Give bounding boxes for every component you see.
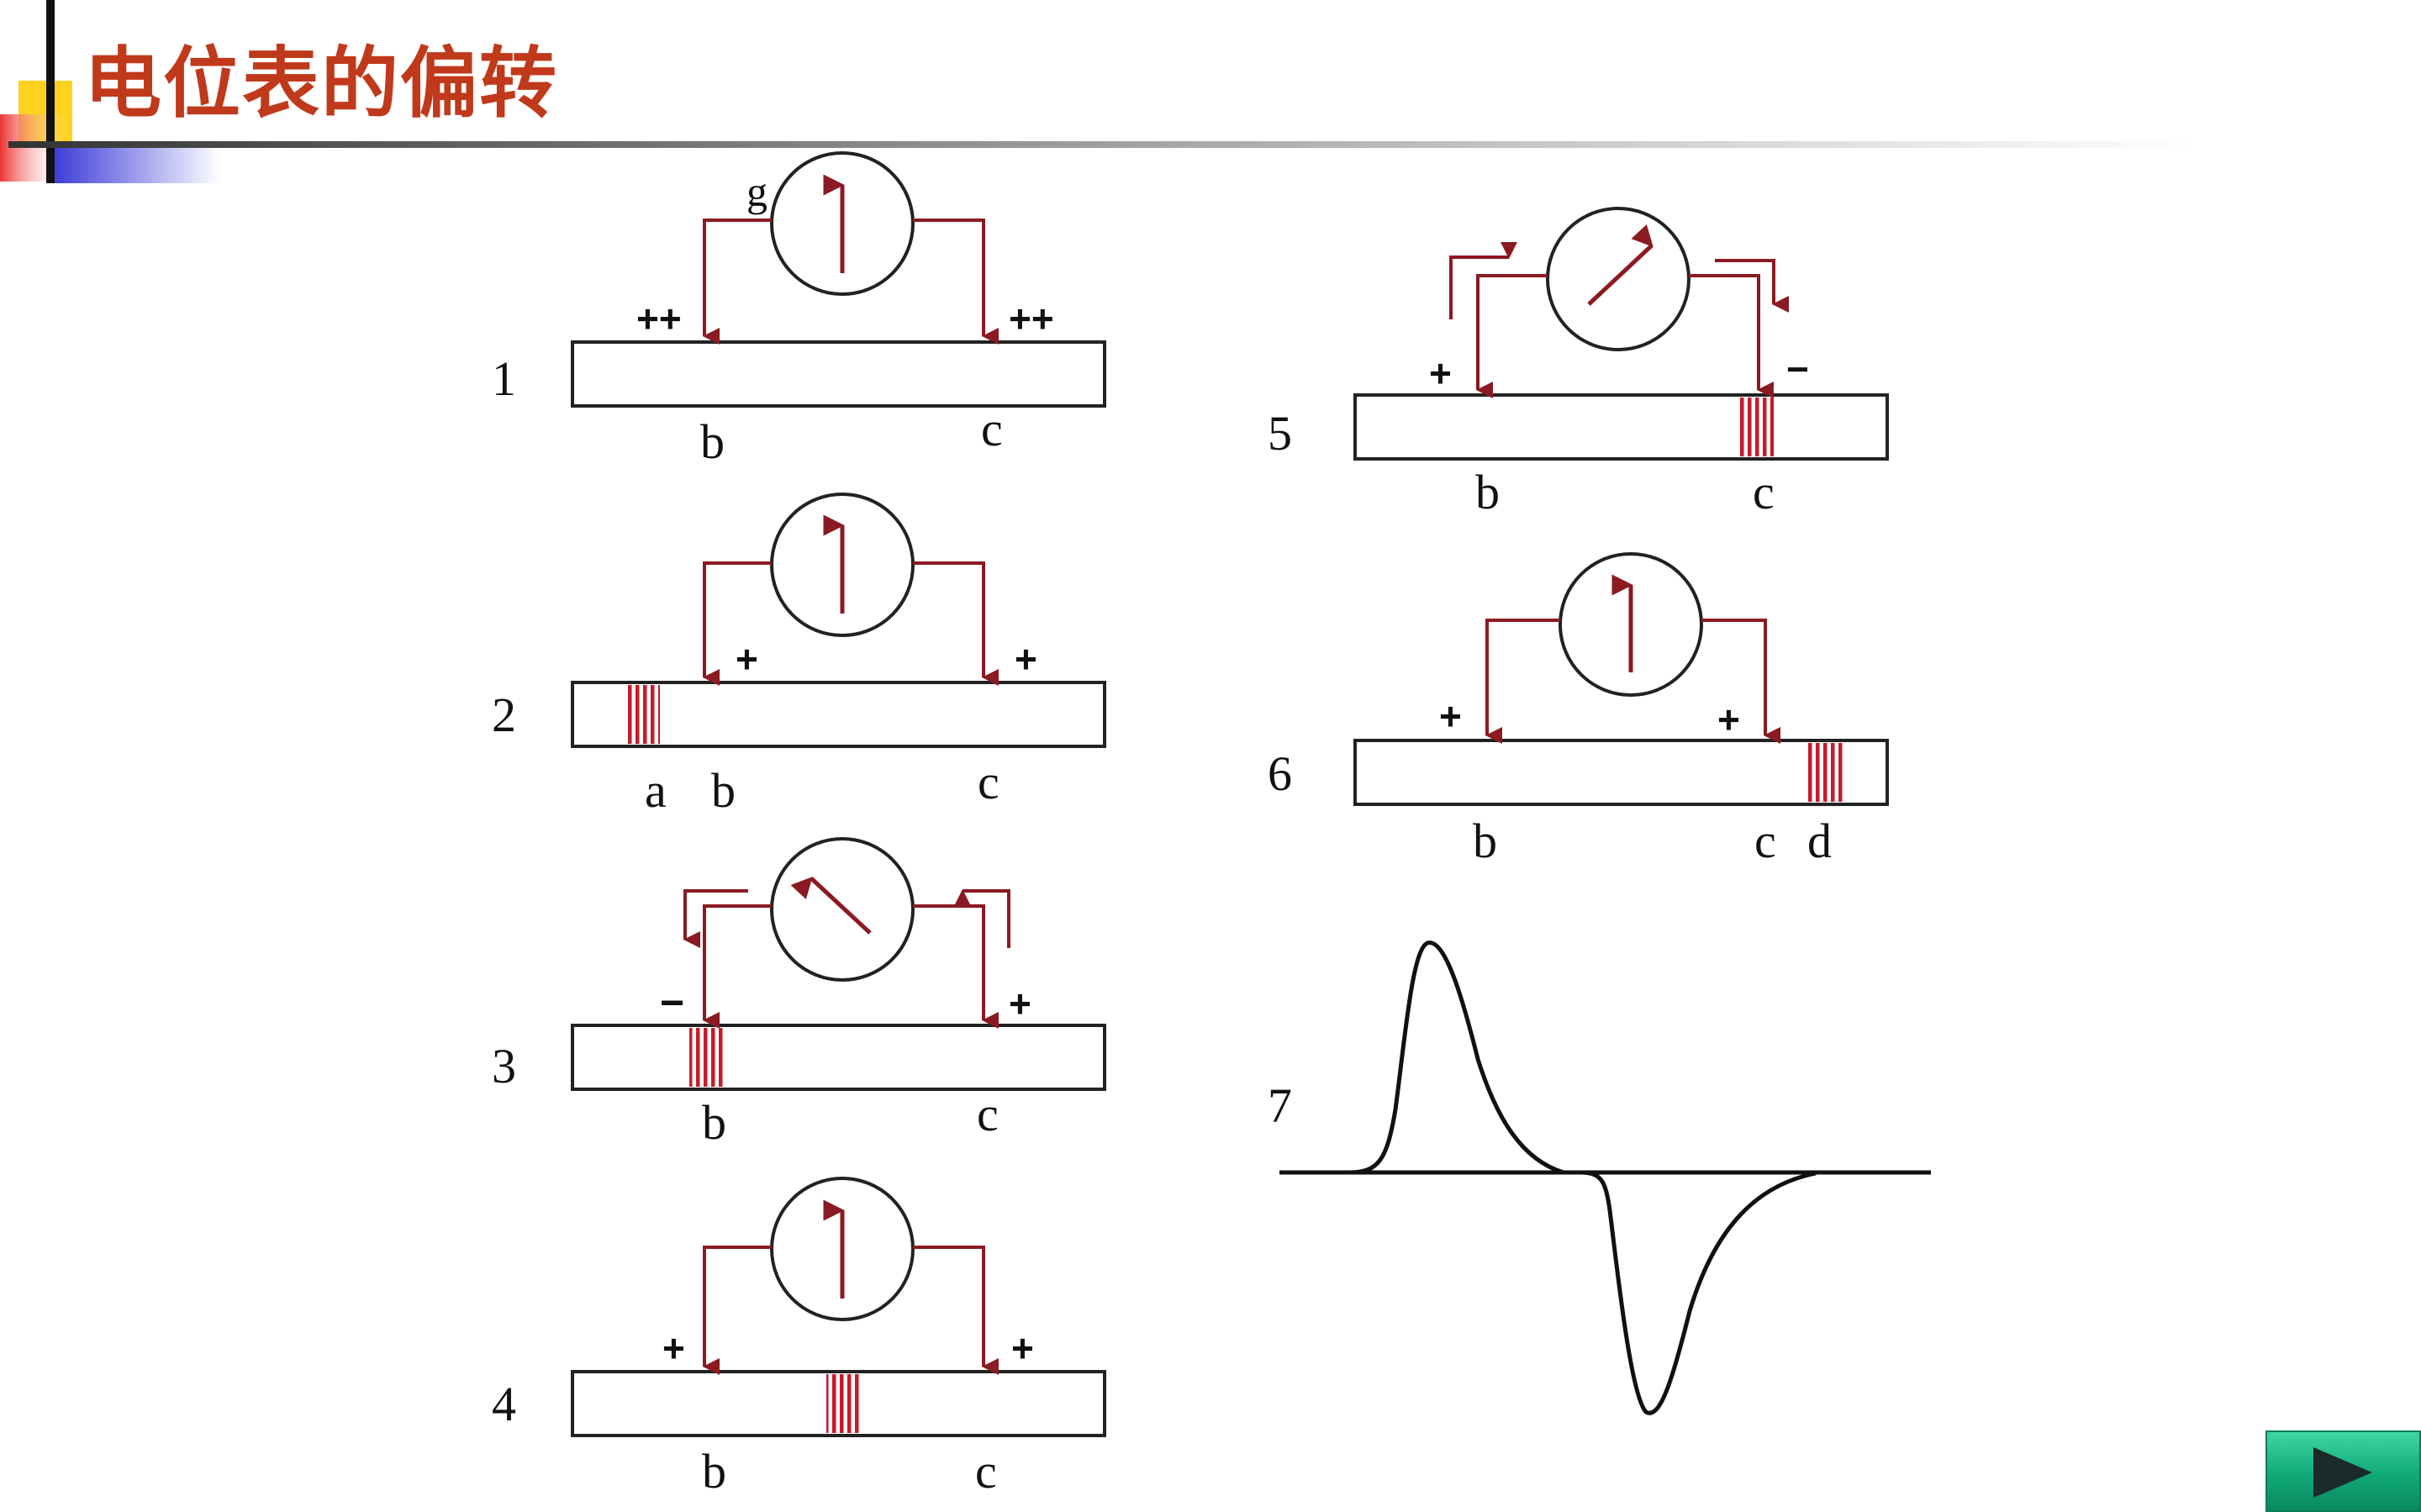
charge-label: ++ bbox=[636, 297, 682, 340]
point-label: d bbox=[1807, 814, 1832, 868]
left-electrode-wire bbox=[703, 1246, 772, 1375]
panel-number: 3 bbox=[492, 1039, 516, 1093]
panel-6 bbox=[1353, 552, 1889, 806]
charge-label: + bbox=[1429, 351, 1452, 395]
right-electrode-wire bbox=[1701, 619, 1780, 744]
panel-5 bbox=[1353, 207, 1889, 461]
point-label: c bbox=[1753, 465, 1775, 519]
charge-label: ++ bbox=[1009, 297, 1054, 340]
point-label: b bbox=[700, 414, 725, 469]
excitation-band bbox=[1807, 743, 1843, 802]
excitation-band bbox=[626, 685, 660, 744]
left-electrode-wire bbox=[703, 904, 772, 1029]
meter-needle bbox=[1587, 224, 1654, 306]
charge-label: − bbox=[660, 979, 684, 1026]
panel-number: 6 bbox=[1268, 746, 1292, 801]
panel-4 bbox=[571, 1177, 1106, 1437]
charge-label: + bbox=[1717, 698, 1740, 741]
panel-3 bbox=[571, 837, 1106, 1091]
charge-label: + bbox=[662, 1326, 685, 1370]
excitation-band bbox=[1738, 398, 1774, 456]
nerve-fiber bbox=[571, 681, 1106, 748]
nerve-fiber bbox=[571, 1024, 1106, 1091]
meter-needle bbox=[790, 877, 872, 935]
slide-title: 电位表的偏转 bbox=[84, 39, 559, 129]
panel-number: 2 bbox=[492, 688, 516, 742]
right-electrode-wire bbox=[913, 219, 999, 345]
right-electrode-wire bbox=[913, 561, 999, 686]
point-label: c bbox=[978, 755, 1000, 809]
current-direction-arrow bbox=[1449, 242, 1517, 319]
charge-label: + bbox=[1439, 694, 1462, 738]
galvanometer-label: g bbox=[746, 168, 767, 215]
current-direction-arrow bbox=[954, 889, 1010, 948]
point-label: b bbox=[1475, 465, 1500, 519]
nerve-fiber bbox=[1353, 393, 1889, 461]
panel-2 bbox=[571, 493, 1106, 748]
biphasic-trace bbox=[1348, 940, 1817, 1415]
right-electrode-wire bbox=[1689, 274, 1774, 398]
point-label: c bbox=[975, 1444, 997, 1499]
panel-number: 7 bbox=[1268, 1078, 1292, 1133]
point-label: b bbox=[702, 1095, 726, 1150]
point-label: c bbox=[981, 402, 1003, 456]
left-electrode-wire bbox=[703, 561, 772, 686]
play-triangle-icon bbox=[2313, 1447, 2372, 1498]
current-direction-arrow bbox=[1715, 259, 1789, 313]
point-label: c bbox=[1754, 814, 1776, 868]
point-label: c bbox=[977, 1087, 999, 1141]
point-label: b bbox=[1473, 814, 1497, 868]
next-slide-button[interactable] bbox=[2265, 1430, 2421, 1512]
panel-7 bbox=[1279, 940, 1931, 1415]
left-electrode-wire bbox=[703, 219, 772, 345]
panel-number: 1 bbox=[492, 351, 516, 406]
right-electrode-wire bbox=[913, 1246, 999, 1375]
charge-label: + bbox=[1011, 1326, 1034, 1370]
charge-label: + bbox=[1015, 637, 1037, 681]
nerve-fiber bbox=[1353, 739, 1889, 806]
point-label: b bbox=[711, 763, 736, 818]
panel-number: 4 bbox=[492, 1377, 516, 1431]
charge-label: + bbox=[1009, 982, 1031, 1025]
left-electrode-wire bbox=[1485, 619, 1560, 744]
excitation-band bbox=[689, 1028, 723, 1087]
panel-number: 5 bbox=[1268, 406, 1292, 461]
nerve-fiber bbox=[571, 340, 1106, 408]
right-electrode-wire bbox=[913, 904, 999, 1029]
point-label: a bbox=[645, 763, 667, 818]
point-label: b bbox=[702, 1444, 726, 1499]
current-direction-arrow bbox=[683, 889, 748, 948]
excitation-band bbox=[826, 1374, 860, 1433]
panel-1 bbox=[571, 151, 1106, 408]
charge-label: + bbox=[736, 637, 758, 681]
left-electrode-wire bbox=[1476, 274, 1548, 398]
charge-label: − bbox=[1786, 347, 1809, 391]
slide-header-decoration bbox=[0, 0, 2194, 183]
